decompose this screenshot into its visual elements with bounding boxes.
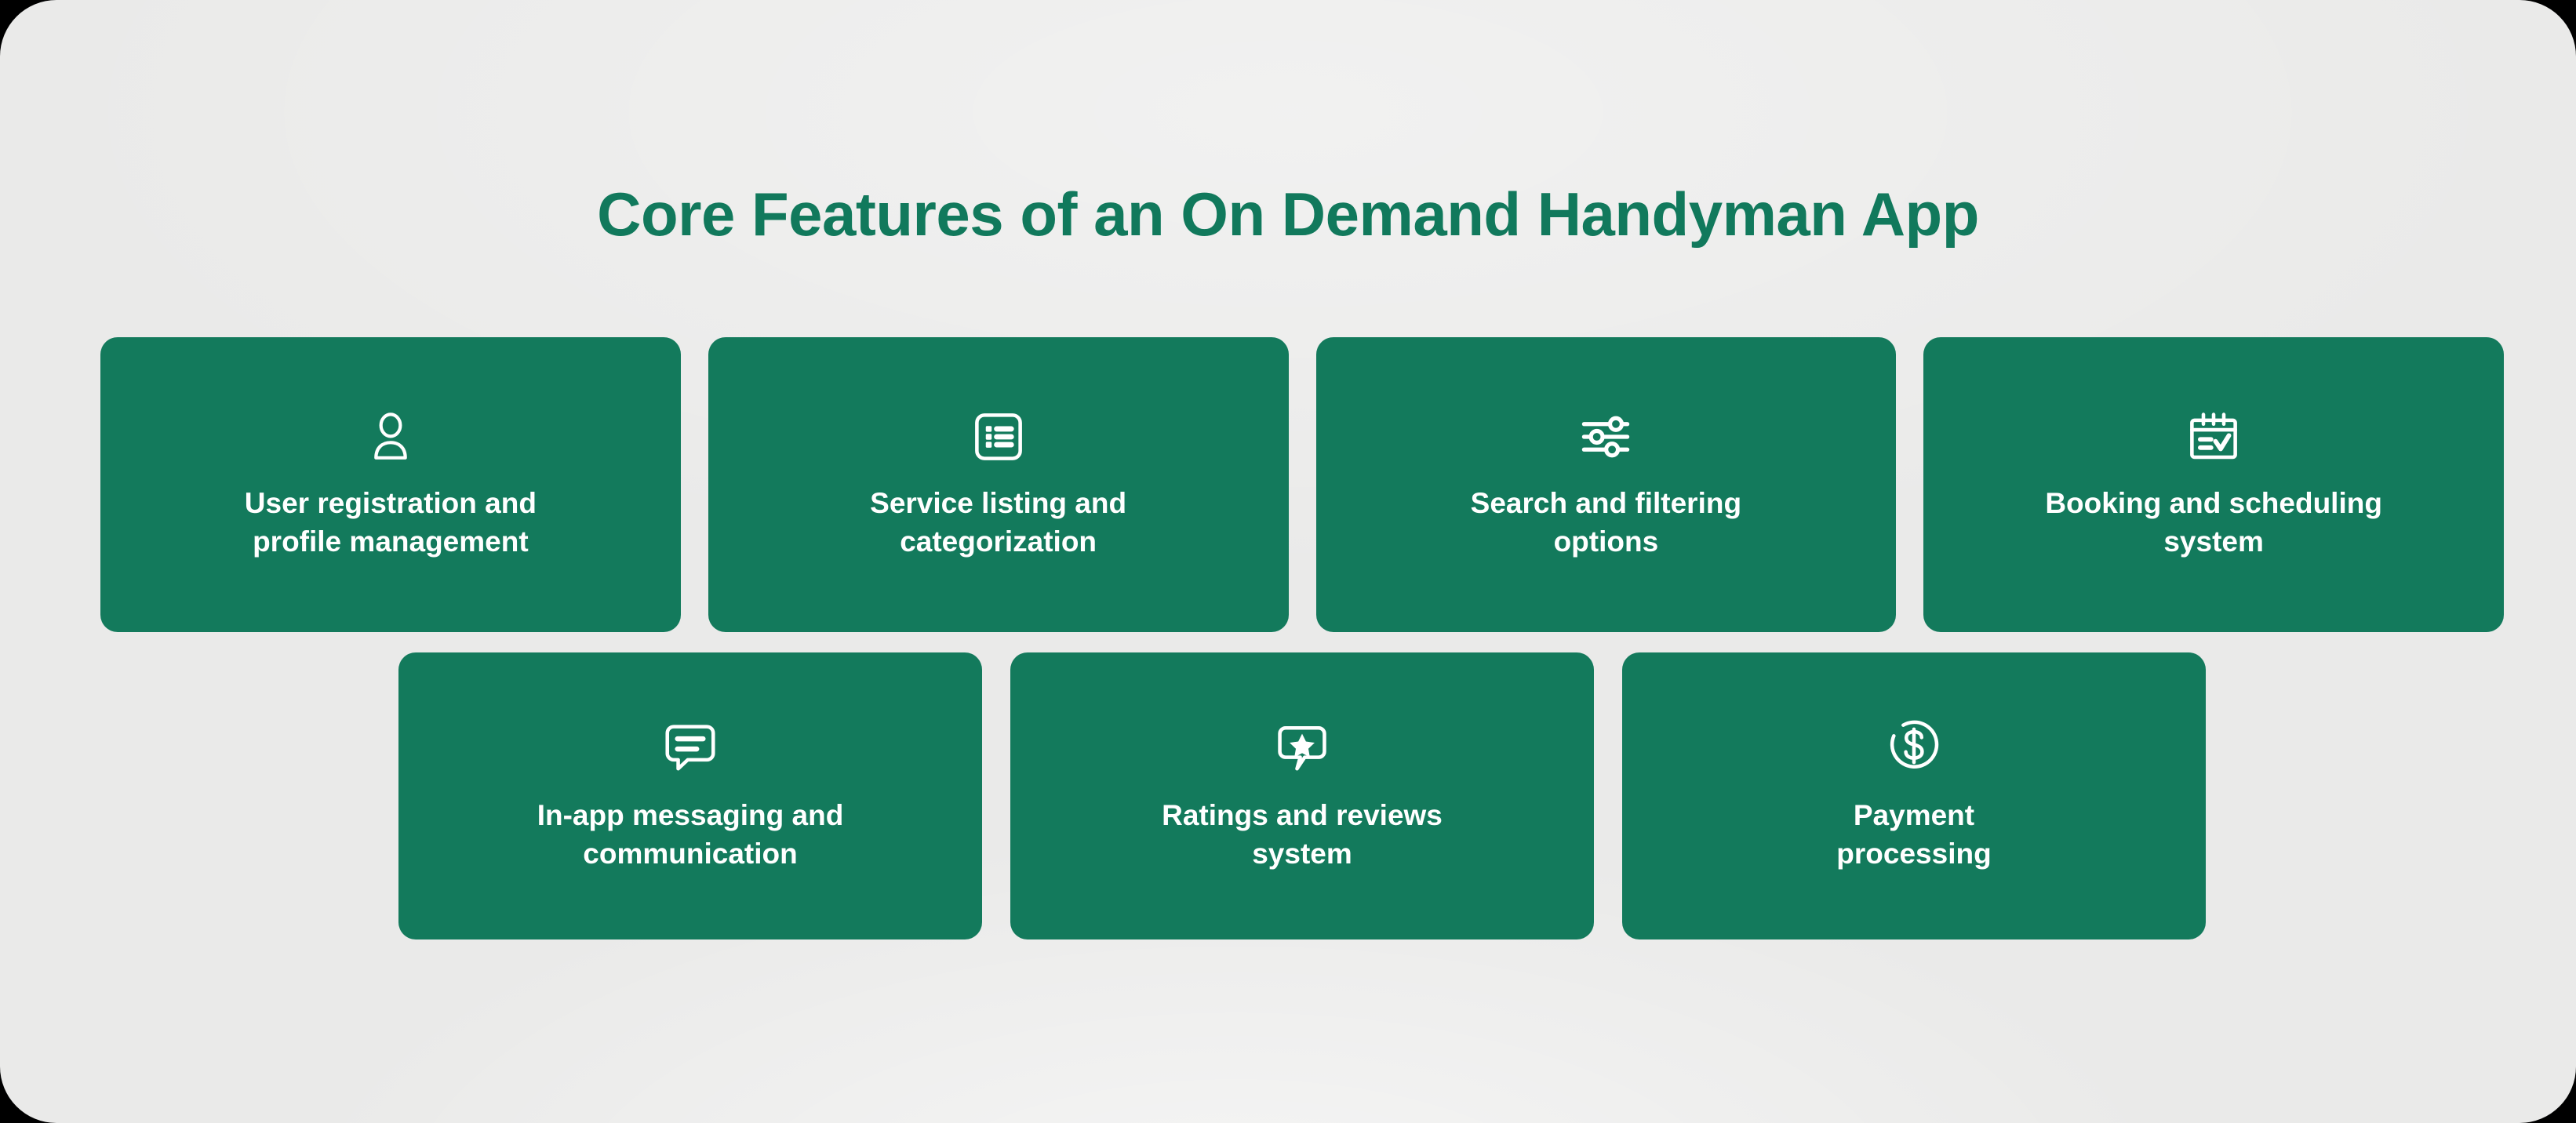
feature-card-search-filtering[interactable]: Search and filtering options	[1315, 337, 1897, 632]
chat-bubble-icon	[660, 715, 721, 776]
feature-card-label: Search and filtering options	[1470, 487, 1742, 558]
feature-card-user-registration[interactable]: User registration and profile management	[100, 337, 681, 632]
feature-card-payment-processing[interactable]: Payment processing	[1622, 652, 2206, 939]
user-icon	[360, 406, 421, 467]
feature-card-label: Ratings and reviews system	[1162, 799, 1443, 870]
feature-row-top: User registration and profile management…	[100, 337, 2504, 632]
sliders-filter-icon	[1575, 406, 1636, 467]
list-icon	[968, 406, 1029, 467]
calendar-check-icon	[2183, 406, 2244, 467]
page-title: Core Features of an On Demand Handyman A…	[597, 180, 1979, 249]
star-bubble-icon	[1272, 715, 1333, 776]
feature-card-in-app-messaging[interactable]: In-app messaging and communication	[398, 652, 982, 939]
feature-card-label: Payment processing	[1836, 799, 1992, 870]
feature-row-bottom: In-app messaging and communication Ratin…	[398, 652, 2206, 939]
feature-card-label: Booking and scheduling system	[2045, 487, 2382, 558]
dollar-circle-icon	[1883, 715, 1945, 776]
feature-card-label: User registration and profile management	[244, 487, 537, 558]
feature-card-booking-scheduling[interactable]: Booking and scheduling system	[1923, 337, 2504, 632]
feature-card-service-listing[interactable]: Service listing and categorization	[708, 337, 1289, 632]
feature-card-ratings-reviews[interactable]: Ratings and reviews system	[1010, 652, 1594, 939]
feature-card-label: In-app messaging and communication	[537, 799, 844, 870]
feature-card-label: Service listing and categorization	[870, 487, 1127, 558]
